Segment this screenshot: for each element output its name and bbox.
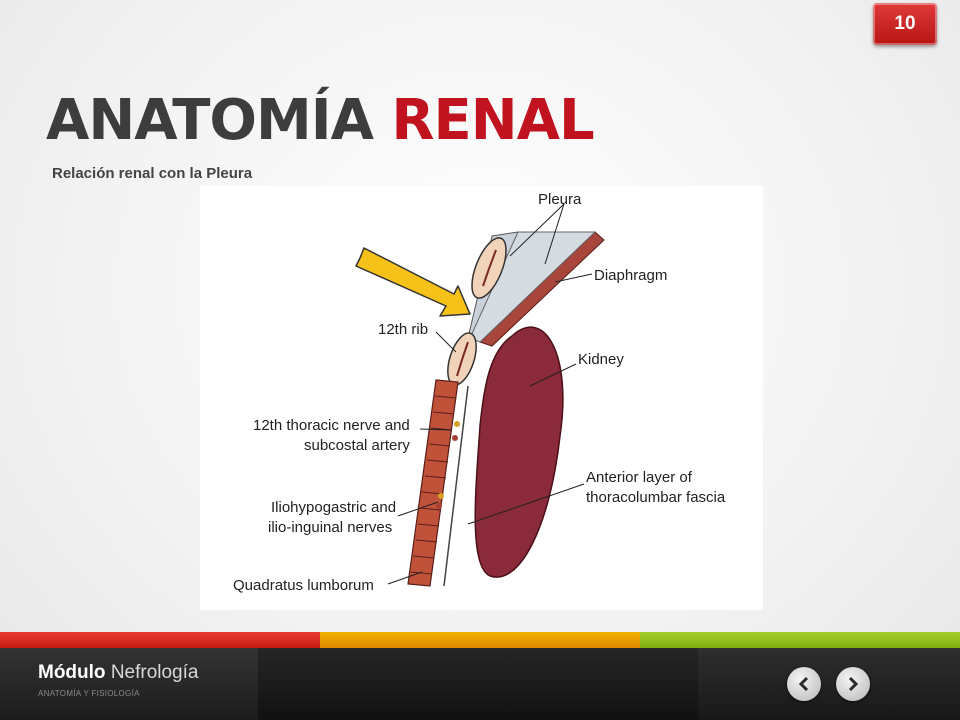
- page-number: 10: [894, 13, 916, 34]
- label-fascia-2: thoracolumbar fascia: [586, 489, 726, 506]
- label-nerve-2: subcostal artery: [304, 437, 410, 454]
- kidney-shape: [474, 326, 564, 578]
- footer-bar: [0, 648, 960, 720]
- chevron-right-icon: [848, 676, 859, 692]
- prev-slide-button[interactable]: [787, 667, 821, 701]
- page-subtitle: Relación renal con la Pleura: [52, 165, 253, 182]
- label-pleura: Pleura: [538, 191, 582, 208]
- next-slide-button[interactable]: [836, 667, 870, 701]
- footer-stripe-orange: [320, 632, 640, 648]
- footer-stripe-red: [0, 632, 320, 648]
- label-diaphragm: Diaphragm: [594, 267, 667, 284]
- chevron-left-icon: [798, 676, 809, 692]
- footer-stripe-green: [640, 632, 960, 648]
- label-nerve-1: 12th thoracic nerve and: [253, 417, 410, 434]
- module-title: Módulo Nefrología: [38, 662, 198, 684]
- module-subtitle: ANATOMÍA Y FISIOLOGÍA: [38, 689, 140, 698]
- module-name: Nefrología: [110, 662, 199, 683]
- label-ilio-1: Iliohypogastric and: [271, 499, 396, 516]
- quadratus-lumborum: [407, 379, 459, 587]
- thoracolumbar-fascia: [443, 385, 469, 587]
- pointer-arrow: [355, 247, 471, 317]
- title-main: ANATOMÍA: [46, 88, 374, 153]
- module-bold: Módulo: [38, 662, 106, 683]
- kidney-pleura-diagram: Pleura Diaphragm 12th rib Kidney 12th th…: [233, 191, 726, 594]
- label-quadratus: Quadratus lumborum: [233, 577, 374, 594]
- label-ilio-2: ilio-inguinal nerves: [268, 519, 392, 536]
- label-fascia-1: Anterior layer of: [586, 469, 693, 486]
- label-kidney: Kidney: [578, 351, 624, 368]
- page-title: ANATOMÍA RENAL: [46, 88, 595, 153]
- anatomy-figure: Pleura Diaphragm 12th rib Kidney 12th th…: [200, 186, 763, 610]
- label-12th-rib: 12th rib: [378, 321, 428, 338]
- title-accent: RENAL: [391, 88, 594, 153]
- page-number-badge: 10: [873, 3, 937, 45]
